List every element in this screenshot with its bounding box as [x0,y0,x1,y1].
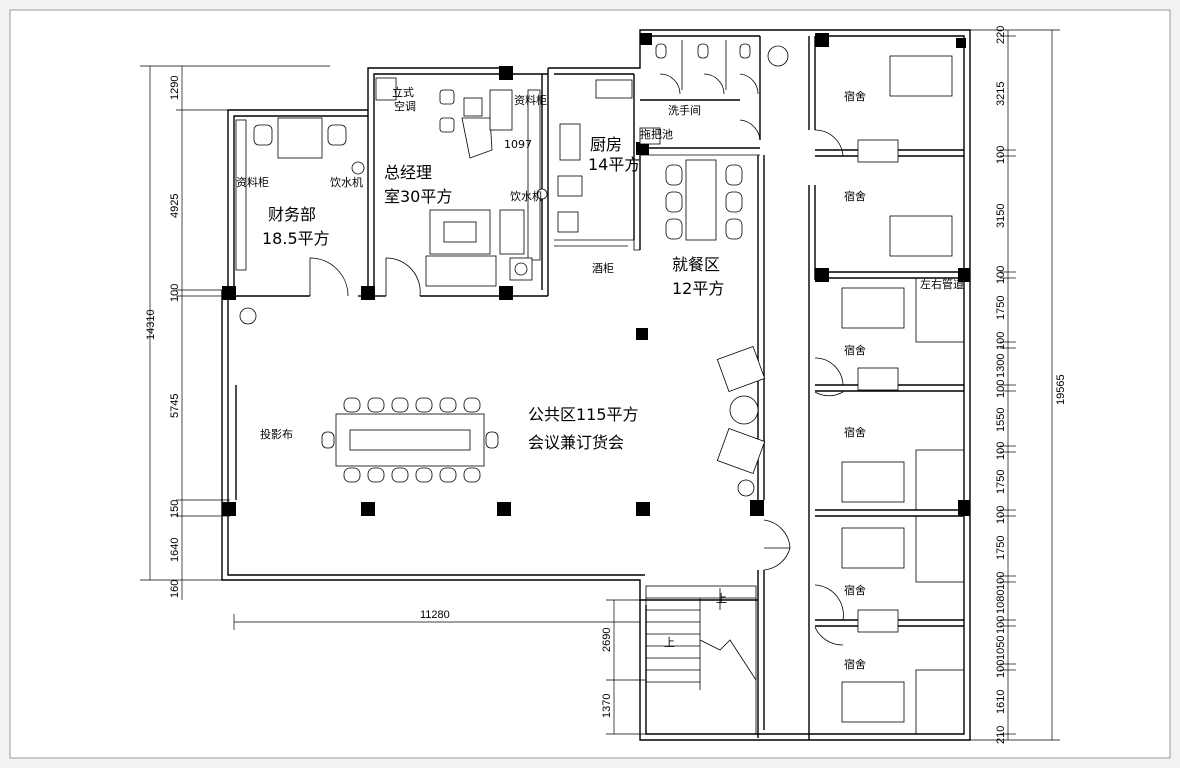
furniture [235,43,953,723]
dim-left-0: 1290 [169,76,181,100]
dining-name: 就餐区 [672,255,720,274]
finance-cabinet-label: 资料柜 [236,175,269,189]
dim-right-17: 1050 [995,636,1007,660]
mop-pool-label: 拖把池 [640,127,673,141]
public-area-use: 会议兼订货会 [528,433,624,452]
dim-stair-0: 2690 [601,628,613,652]
dim-left-outer: 14310 [145,309,157,340]
gm-room-area: 室30平方 [384,187,452,206]
dining-area: 12平方 [672,279,724,298]
dim-right-0: 220 [995,26,1007,44]
dorm-label-5: 宿舍 [844,583,866,597]
dim-right-6: 100 [995,332,1007,350]
wine-cabinet-label: 酒柜 [592,262,614,275]
dorm-label-4: 宿舍 [844,425,866,439]
dim-right-7: 1300 [995,354,1007,378]
dim-stair-1: 1370 [601,694,613,718]
dim-right-11: 1750 [995,470,1007,494]
ac-label-2: 空调 [394,99,416,113]
dim-right-16: 100 [995,616,1007,634]
dim-right-20: 210 [995,726,1007,744]
ac-label-1: 立式 [392,85,414,99]
dim-right-15: 1080 [995,590,1007,614]
conference-chairs [321,397,499,483]
dim-right-12: 100 [995,506,1007,524]
dim-right-13: 1750 [995,536,1007,560]
dim-right-1: 3215 [995,82,1007,106]
dimension-lines [140,29,1060,741]
dim-right-5: 1750 [995,296,1007,320]
stair-up-label-1: 上 [716,592,727,605]
dorm-label-6: 宿舍 [844,657,866,671]
dim-left-6: 160 [169,580,181,598]
kitchen-name: 厨房 [590,135,622,154]
gm-water-label: 饮水机 [510,189,543,203]
drawing-sheet [9,9,1171,759]
gm-cabinet-label: 资料柜 [514,93,547,107]
dim-bottom: 11280 [420,609,450,621]
dim-right-outer: 19565 [1055,374,1067,405]
kitchen-area: 14平方 [588,155,640,174]
dim-left-3: 5745 [169,394,181,418]
finance-room-area: 18.5平方 [262,229,330,248]
dorm-label-3: 宿舍 [844,343,866,357]
doors [309,73,844,646]
dim-right-8: 100 [995,380,1007,398]
gm-room-name: 总经理 [384,163,432,182]
finance-water-label: 饮水机 [330,175,363,189]
dim-right-19: 1610 [995,690,1007,714]
dorm-label-2: 宿舍 [844,189,866,203]
fixture-labels: 资料柜 饮水机 立式 空调 资料柜 饮水机 1097 拖把池 酒柜 投影布 左右… [236,85,964,649]
dim-right-10: 100 [995,442,1007,460]
dim-left-1: 4925 [169,194,181,218]
projector-screen-label: 投影布 [260,427,293,441]
finance-room-name: 财务部 [268,205,316,224]
dim-left-2: 100 [169,284,181,302]
dim-right-14: 100 [995,572,1007,590]
dim-right-2: 100 [995,146,1007,164]
dim-left-5: 1640 [169,538,181,562]
dorm-label-1: 宿舍 [844,89,866,103]
dim-right-3: 3150 [995,204,1007,228]
dim-right-18: 100 [995,660,1007,678]
columns [222,33,970,516]
dimension-labels: 14310 1290 4925 100 5745 150 1640 160 19… [145,26,1067,744]
dim-left-4: 150 [169,500,181,518]
dim-right-4: 100 [995,266,1007,284]
dim-right-9: 1550 [995,408,1007,432]
stairs [645,585,757,735]
room-labels: 财务部 18.5平方 总经理 室30平方 厨房 14平方 就餐区 12平方 公共… [262,89,866,671]
public-area-name: 公共区115平方 [528,405,639,424]
dim-1097-label: 1097 [504,138,532,151]
pipe-note-label: 左右管道 [920,277,964,291]
washroom-label: 洗手间 [668,103,701,117]
stair-up-label-2: 上 [664,636,675,649]
